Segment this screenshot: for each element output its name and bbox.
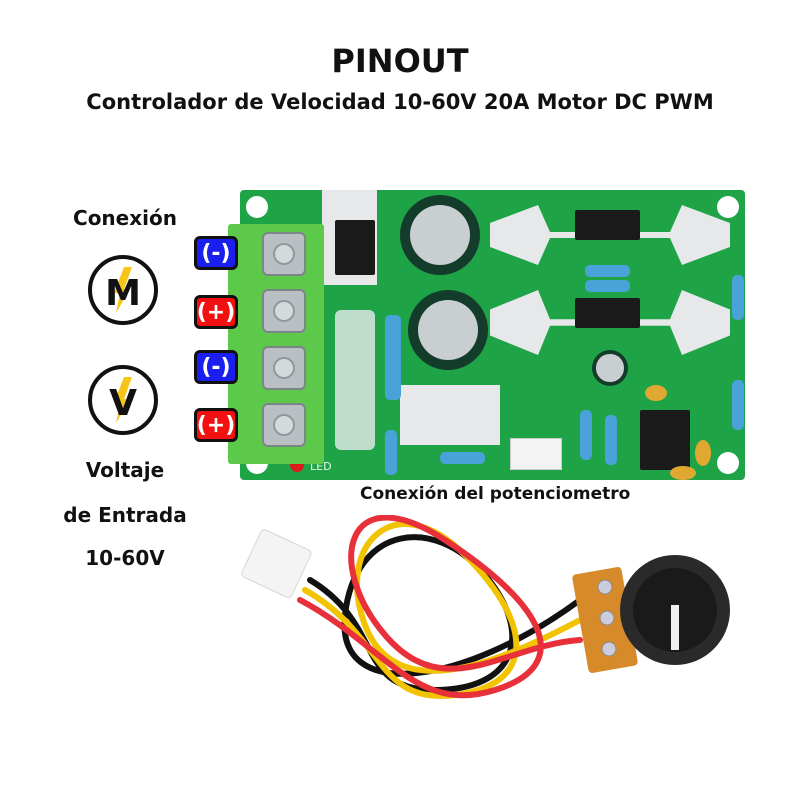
ceramic-capacitor: [670, 466, 696, 480]
small-capacitor: [592, 350, 628, 386]
resistor: [580, 410, 592, 460]
page-title: PINOUT: [331, 42, 469, 80]
page-subtitle: Controlador de Velocidad 10-60V 20A Moto…: [86, 90, 714, 114]
voltage-bolt-icon: V: [109, 377, 137, 424]
voltage-label-line1: Voltaje: [85, 458, 165, 482]
resistor: [585, 265, 630, 277]
pwm-ic-chip: [640, 410, 690, 470]
svg-text:V: V: [109, 383, 137, 424]
potentiometer-cable-illustration: [241, 515, 730, 699]
pin-badge-motor-negative: (-): [194, 236, 238, 270]
mosfet: [575, 210, 640, 240]
potentiometer-label: Conexión del potenciometro: [360, 484, 631, 504]
voltage-icon: V: [88, 365, 158, 435]
pin-badge-motor-positive: (+): [194, 295, 238, 329]
mount-hole: [717, 452, 739, 474]
connector-plug: [241, 529, 312, 599]
screw-terminal-input-negative: [262, 346, 306, 390]
motor-bolt-icon: M: [105, 267, 141, 314]
screw-terminal-input-positive: [262, 403, 306, 447]
ceramic-capacitor: [645, 385, 667, 401]
potentiometer-connector: [510, 438, 562, 470]
voltage-label-line2: de Entrada: [63, 503, 187, 527]
pwm-controller-board: LED: [240, 190, 745, 480]
mount-hole: [246, 196, 268, 218]
mosfet: [575, 298, 640, 328]
resistor: [385, 430, 397, 475]
voltage-label-line3: 10-60V: [85, 546, 165, 570]
electrolytic-capacitor: [408, 290, 488, 370]
screw-terminal-motor-positive: [262, 289, 306, 333]
resistor: [585, 280, 630, 292]
resistor: [732, 275, 744, 320]
screw-terminal-motor-negative: [262, 232, 306, 276]
resistor: [732, 380, 744, 430]
resistor: [605, 415, 617, 465]
regulator: [335, 220, 375, 275]
ceramic-capacitor: [695, 440, 711, 466]
screw-terminal-block: [228, 224, 324, 464]
pin-badge-input-positive: (+): [194, 408, 238, 442]
mount-hole: [717, 196, 739, 218]
glass-fuse: [335, 310, 375, 450]
electrolytic-capacitor: [400, 195, 480, 275]
pin-badge-input-negative: (-): [194, 350, 238, 384]
wires: [297, 515, 583, 699]
potentiometer: [572, 555, 730, 673]
resistor: [440, 452, 485, 464]
resistor: [385, 315, 401, 400]
heatsink: [400, 385, 500, 445]
svg-text:M: M: [105, 273, 141, 314]
motor-connection-label: Conexión: [73, 206, 177, 230]
motor-icon: M: [88, 255, 158, 325]
